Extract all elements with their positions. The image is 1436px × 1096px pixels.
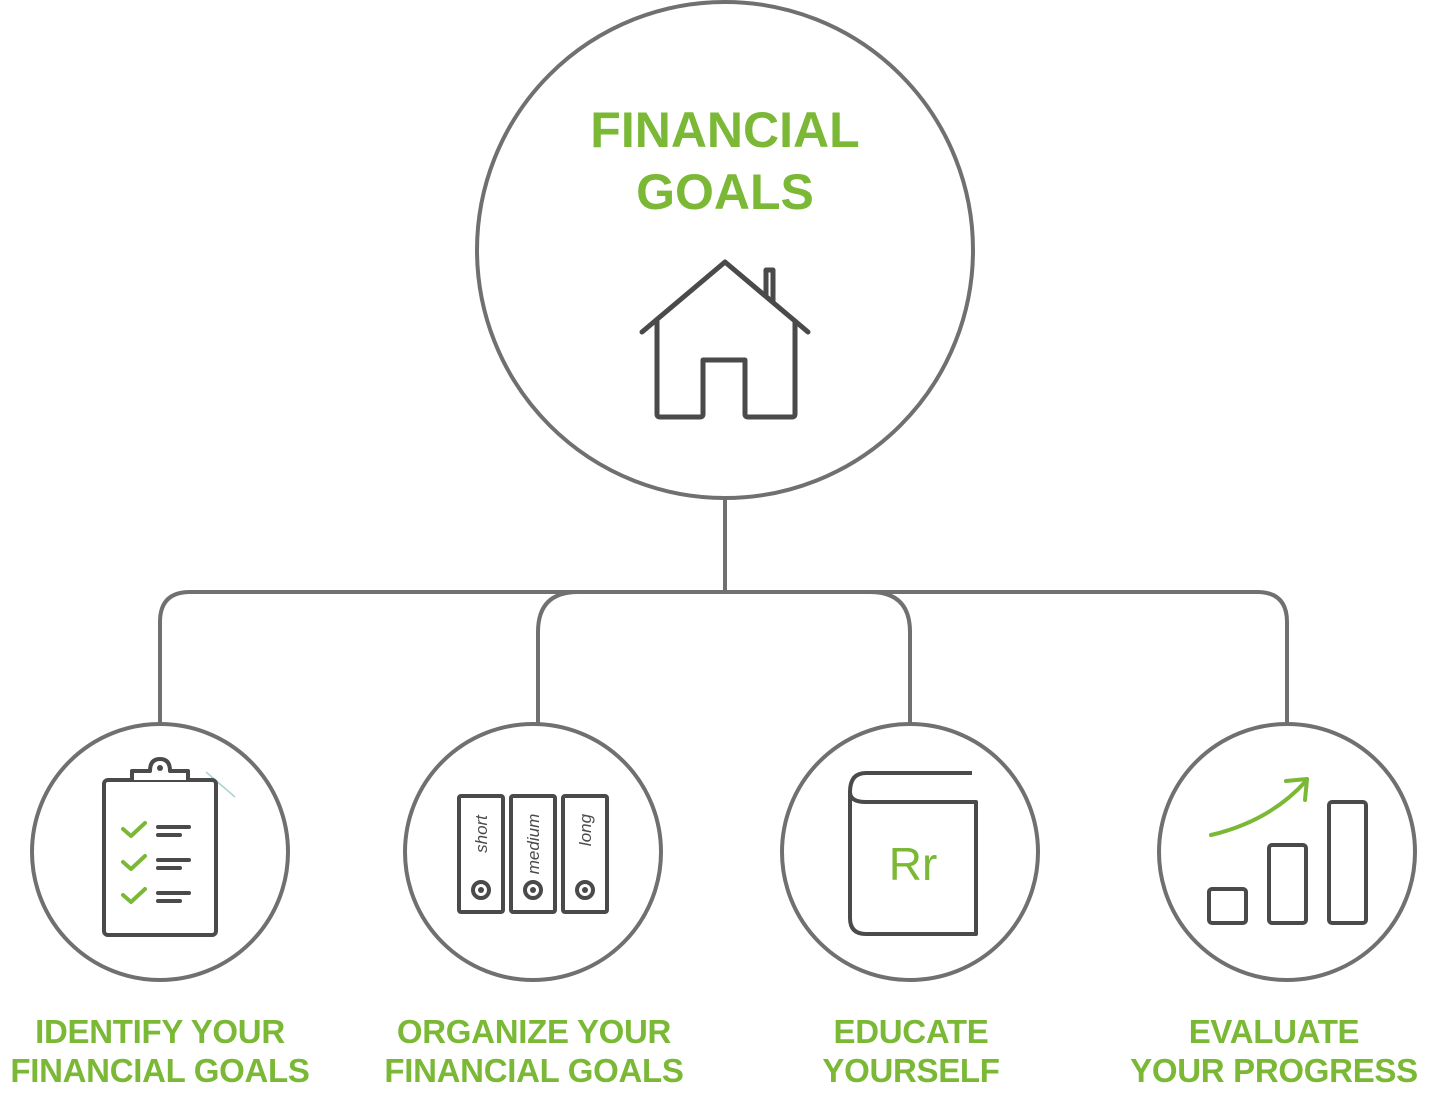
step-evaluate-label: EVALUATE YOUR PROGRESS	[1112, 1012, 1436, 1090]
binder-label-medium: medium	[524, 814, 543, 874]
step-organize-node: short medium long	[403, 722, 663, 982]
step-evaluate-node	[1157, 722, 1417, 982]
step-identify-label: IDENTIFY YOUR FINANCIAL GOALS	[0, 1012, 320, 1090]
step-organize-line1: ORGANIZE YOUR	[396, 1013, 672, 1050]
step-identify-line1: IDENTIFY YOUR	[35, 1013, 285, 1050]
step-educate-label: EDUCATE YOURSELF	[751, 1012, 1071, 1090]
step-educate-node: Rr	[780, 722, 1040, 982]
step-educate-line1: EDUCATE	[833, 1013, 989, 1050]
root-node: FINANCIAL GOALS	[475, 0, 975, 500]
step-evaluate-line1: EVALUATE	[1188, 1013, 1360, 1050]
root-title-line2: GOALS	[636, 164, 814, 220]
connector-lines	[158, 495, 1289, 725]
binder-label-short: short	[472, 814, 491, 853]
root-title-line1: FINANCIAL	[590, 102, 859, 158]
growth-chart-icon	[1207, 777, 1368, 925]
step-organize-line2: FINANCIAL GOALS	[384, 1052, 684, 1089]
step-educate-line2: YOURSELF	[822, 1052, 1000, 1089]
binder-label-long: long	[576, 813, 595, 846]
book-icon: Rr	[848, 771, 978, 936]
house-icon	[639, 259, 811, 420]
step-identify-line2: FINANCIAL GOALS	[10, 1052, 310, 1089]
step-organize-label: ORGANIZE YOUR FINANCIAL GOALS	[374, 1012, 694, 1090]
book-text: Rr	[889, 838, 938, 890]
clipboard-checklist-icon	[102, 757, 236, 937]
step-identify-node	[30, 722, 290, 982]
step-evaluate-line2: YOUR PROGRESS	[1130, 1052, 1418, 1089]
binders-icon: short medium long	[457, 794, 609, 914]
